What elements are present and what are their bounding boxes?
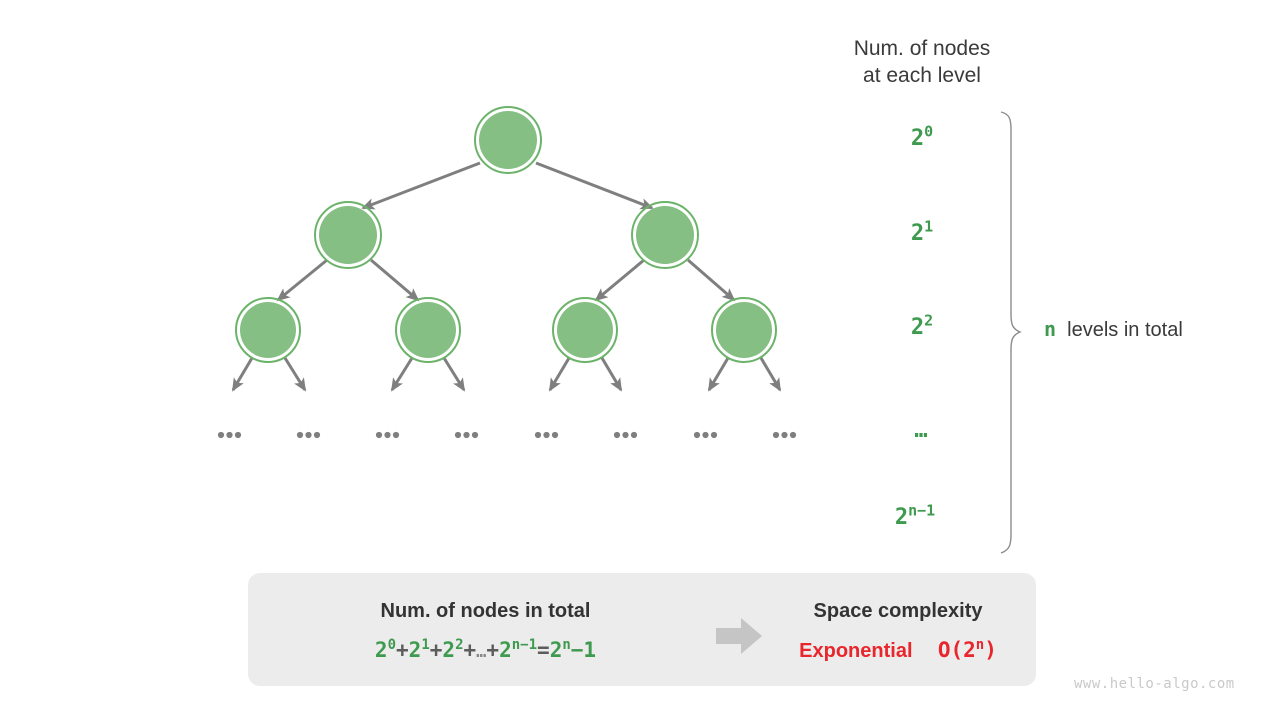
level-0-exponent: 0 [924, 122, 934, 141]
edge-l2a-left [231, 357, 254, 392]
levels-in-total-label: n levels in total [1044, 317, 1183, 342]
tree-node-l2-3 [552, 297, 618, 363]
formula-ellipsis: … [476, 642, 487, 662]
level-label-ellipsis: … [914, 418, 930, 443]
ellipsis-group [296, 431, 321, 439]
edge-root-left [361, 161, 481, 210]
edge-root-right [535, 161, 654, 210]
tree-node-l1-1 [314, 201, 382, 269]
levels-variable: n [1044, 317, 1057, 341]
tree-node-l2-1 [235, 297, 301, 363]
ellipsis-group [217, 431, 242, 439]
ellipsis-group [534, 431, 559, 439]
level-2-exponent: 2 [924, 311, 934, 330]
levels-brace [1000, 111, 1022, 554]
edge-l1a-left [276, 258, 328, 302]
ellipsis-group [693, 431, 718, 439]
edge-l2b-right [442, 357, 466, 392]
edge-l1b-right [687, 258, 736, 302]
formula-operator-1: + [396, 638, 409, 662]
level-label-0: 20 [862, 122, 982, 151]
watermark: www.hello-algo.com [1074, 676, 1235, 692]
nodes-per-level-heading: Num. of nodes at each level [853, 37, 991, 87]
formula-result: 2 [549, 638, 563, 662]
formula-term-1: 2 [374, 638, 388, 662]
edge-l2d-left [707, 357, 730, 392]
level-label-2: 22 [862, 311, 982, 340]
formula-operator-4: + [486, 638, 500, 662]
total-nodes-title: Num. of nodes in total [380, 600, 591, 622]
level-0-base: 2 [910, 126, 925, 151]
edge-l2c-left [548, 357, 571, 392]
complexity-spacer [913, 638, 938, 662]
level-label-1: 21 [862, 217, 982, 246]
levels-in-total-text: levels in total [1056, 319, 1183, 341]
formula-term-1-exponent: 0 [387, 637, 397, 653]
ellipsis-group [613, 431, 638, 439]
complexity-big-o: O(2 [937, 638, 976, 662]
tree-ellipsis-row [217, 431, 797, 439]
edge-l2d-right [759, 357, 782, 392]
space-complexity-title: Space complexity [813, 600, 983, 622]
formula-term-2: 2 [408, 638, 422, 662]
tree-node-l1-2 [631, 201, 699, 269]
tree-node-root [474, 106, 542, 174]
ellipsis-group [454, 431, 479, 439]
formula-term-4-exponent: n−1 [511, 637, 538, 653]
formula-equals: = [537, 638, 550, 662]
level-n-base: 2 [894, 505, 909, 530]
edge-l2a-right [283, 357, 307, 392]
edge-l1a-right [370, 258, 420, 302]
tree-nodes [235, 106, 777, 363]
formula-operator-2: + [429, 638, 443, 662]
edge-l1b-left [594, 258, 645, 302]
edge-l2c-right [600, 357, 623, 392]
tree-node-l2-4 [711, 297, 777, 363]
formula-result-exponent: n [562, 637, 571, 653]
formula-result-tail: −1 [570, 638, 597, 662]
formula-operator-3: + [463, 638, 477, 662]
formula-term-2-exponent: 1 [421, 637, 430, 653]
complexity-big-o-tail: ) [984, 638, 997, 662]
complexity-word: Exponential [799, 640, 913, 662]
ellipsis-group [772, 431, 797, 439]
tree-node-l2-2 [395, 297, 461, 363]
complexity-big-o-exponent: n [975, 637, 985, 653]
level-1-base: 2 [910, 221, 925, 246]
level-1-exponent: 1 [924, 217, 934, 236]
space-complexity-value: Exponential O(2n) [760, 638, 1036, 663]
total-nodes-formula: 20+21+22+…+2n−1=2n−1 [248, 638, 723, 662]
formula-term-3: 2 [442, 638, 456, 662]
ellipsis-group [375, 431, 400, 439]
formula-term-3-exponent: 2 [455, 637, 464, 653]
level-2-base: 2 [910, 315, 925, 340]
tree-edges [231, 161, 782, 392]
edge-l2b-left [390, 357, 414, 392]
level-n-exponent: n−1 [908, 501, 936, 520]
right-arrow-icon [716, 618, 762, 654]
formula-term-4: 2 [499, 638, 512, 662]
summary-panel [248, 573, 1036, 686]
level-label-n: 2n−1 [855, 501, 975, 530]
